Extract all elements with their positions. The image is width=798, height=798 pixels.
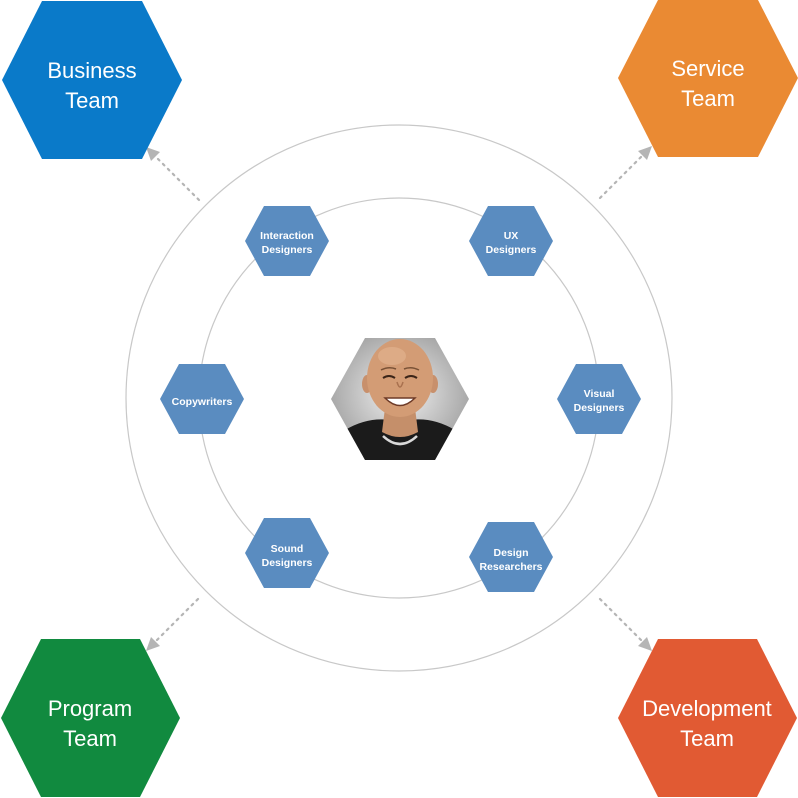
- role-design-researchers: Design Researchers: [469, 522, 553, 592]
- role-interaction-label-1: Interaction: [260, 230, 314, 242]
- arrow-to-development: [598, 597, 652, 651]
- role-copywriters: Copywriters: [160, 364, 244, 434]
- team-business: Business Team: [2, 1, 182, 159]
- outer-ring: [125, 124, 673, 672]
- role-research-label-1: Design: [493, 547, 528, 559]
- role-ux-label-2: Designers: [486, 244, 537, 256]
- team-development-label-1: Development: [642, 696, 772, 721]
- team-development-label-2: Team: [680, 726, 734, 751]
- role-copywriters-label: Copywriters: [172, 396, 233, 408]
- role-ux-designers: UX Designers: [469, 206, 553, 276]
- role-sound-label-1: Sound: [271, 543, 304, 555]
- role-visual-designers: Visual Designers: [557, 364, 641, 434]
- role-visual-label-1: Visual: [584, 388, 615, 400]
- team-development: Development Team: [618, 639, 797, 797]
- team-business-label-1: Business: [47, 58, 136, 83]
- arrow-to-program: [146, 597, 200, 651]
- team-program-label-1: Program: [48, 696, 132, 721]
- team-business-label-2: Team: [65, 88, 119, 113]
- role-ux-label-1: UX: [504, 230, 519, 242]
- team-service: Service Team: [618, 0, 798, 157]
- team-program: Program Team: [1, 639, 180, 797]
- center-portrait: [331, 338, 469, 460]
- team-program-label-2: Team: [63, 726, 117, 751]
- arrow-to-service: [598, 146, 652, 200]
- role-sound-designers: Sound Designers: [245, 518, 329, 588]
- role-interaction-designers: Interaction Designers: [245, 206, 329, 276]
- role-interaction-label-2: Designers: [262, 244, 313, 256]
- team-service-label-1: Service: [671, 56, 744, 81]
- team-service-label-2: Team: [681, 86, 735, 111]
- role-sound-label-2: Designers: [262, 557, 313, 569]
- arrow-to-business: [146, 147, 201, 202]
- role-visual-label-2: Designers: [574, 402, 625, 414]
- role-research-label-2: Researchers: [479, 561, 542, 573]
